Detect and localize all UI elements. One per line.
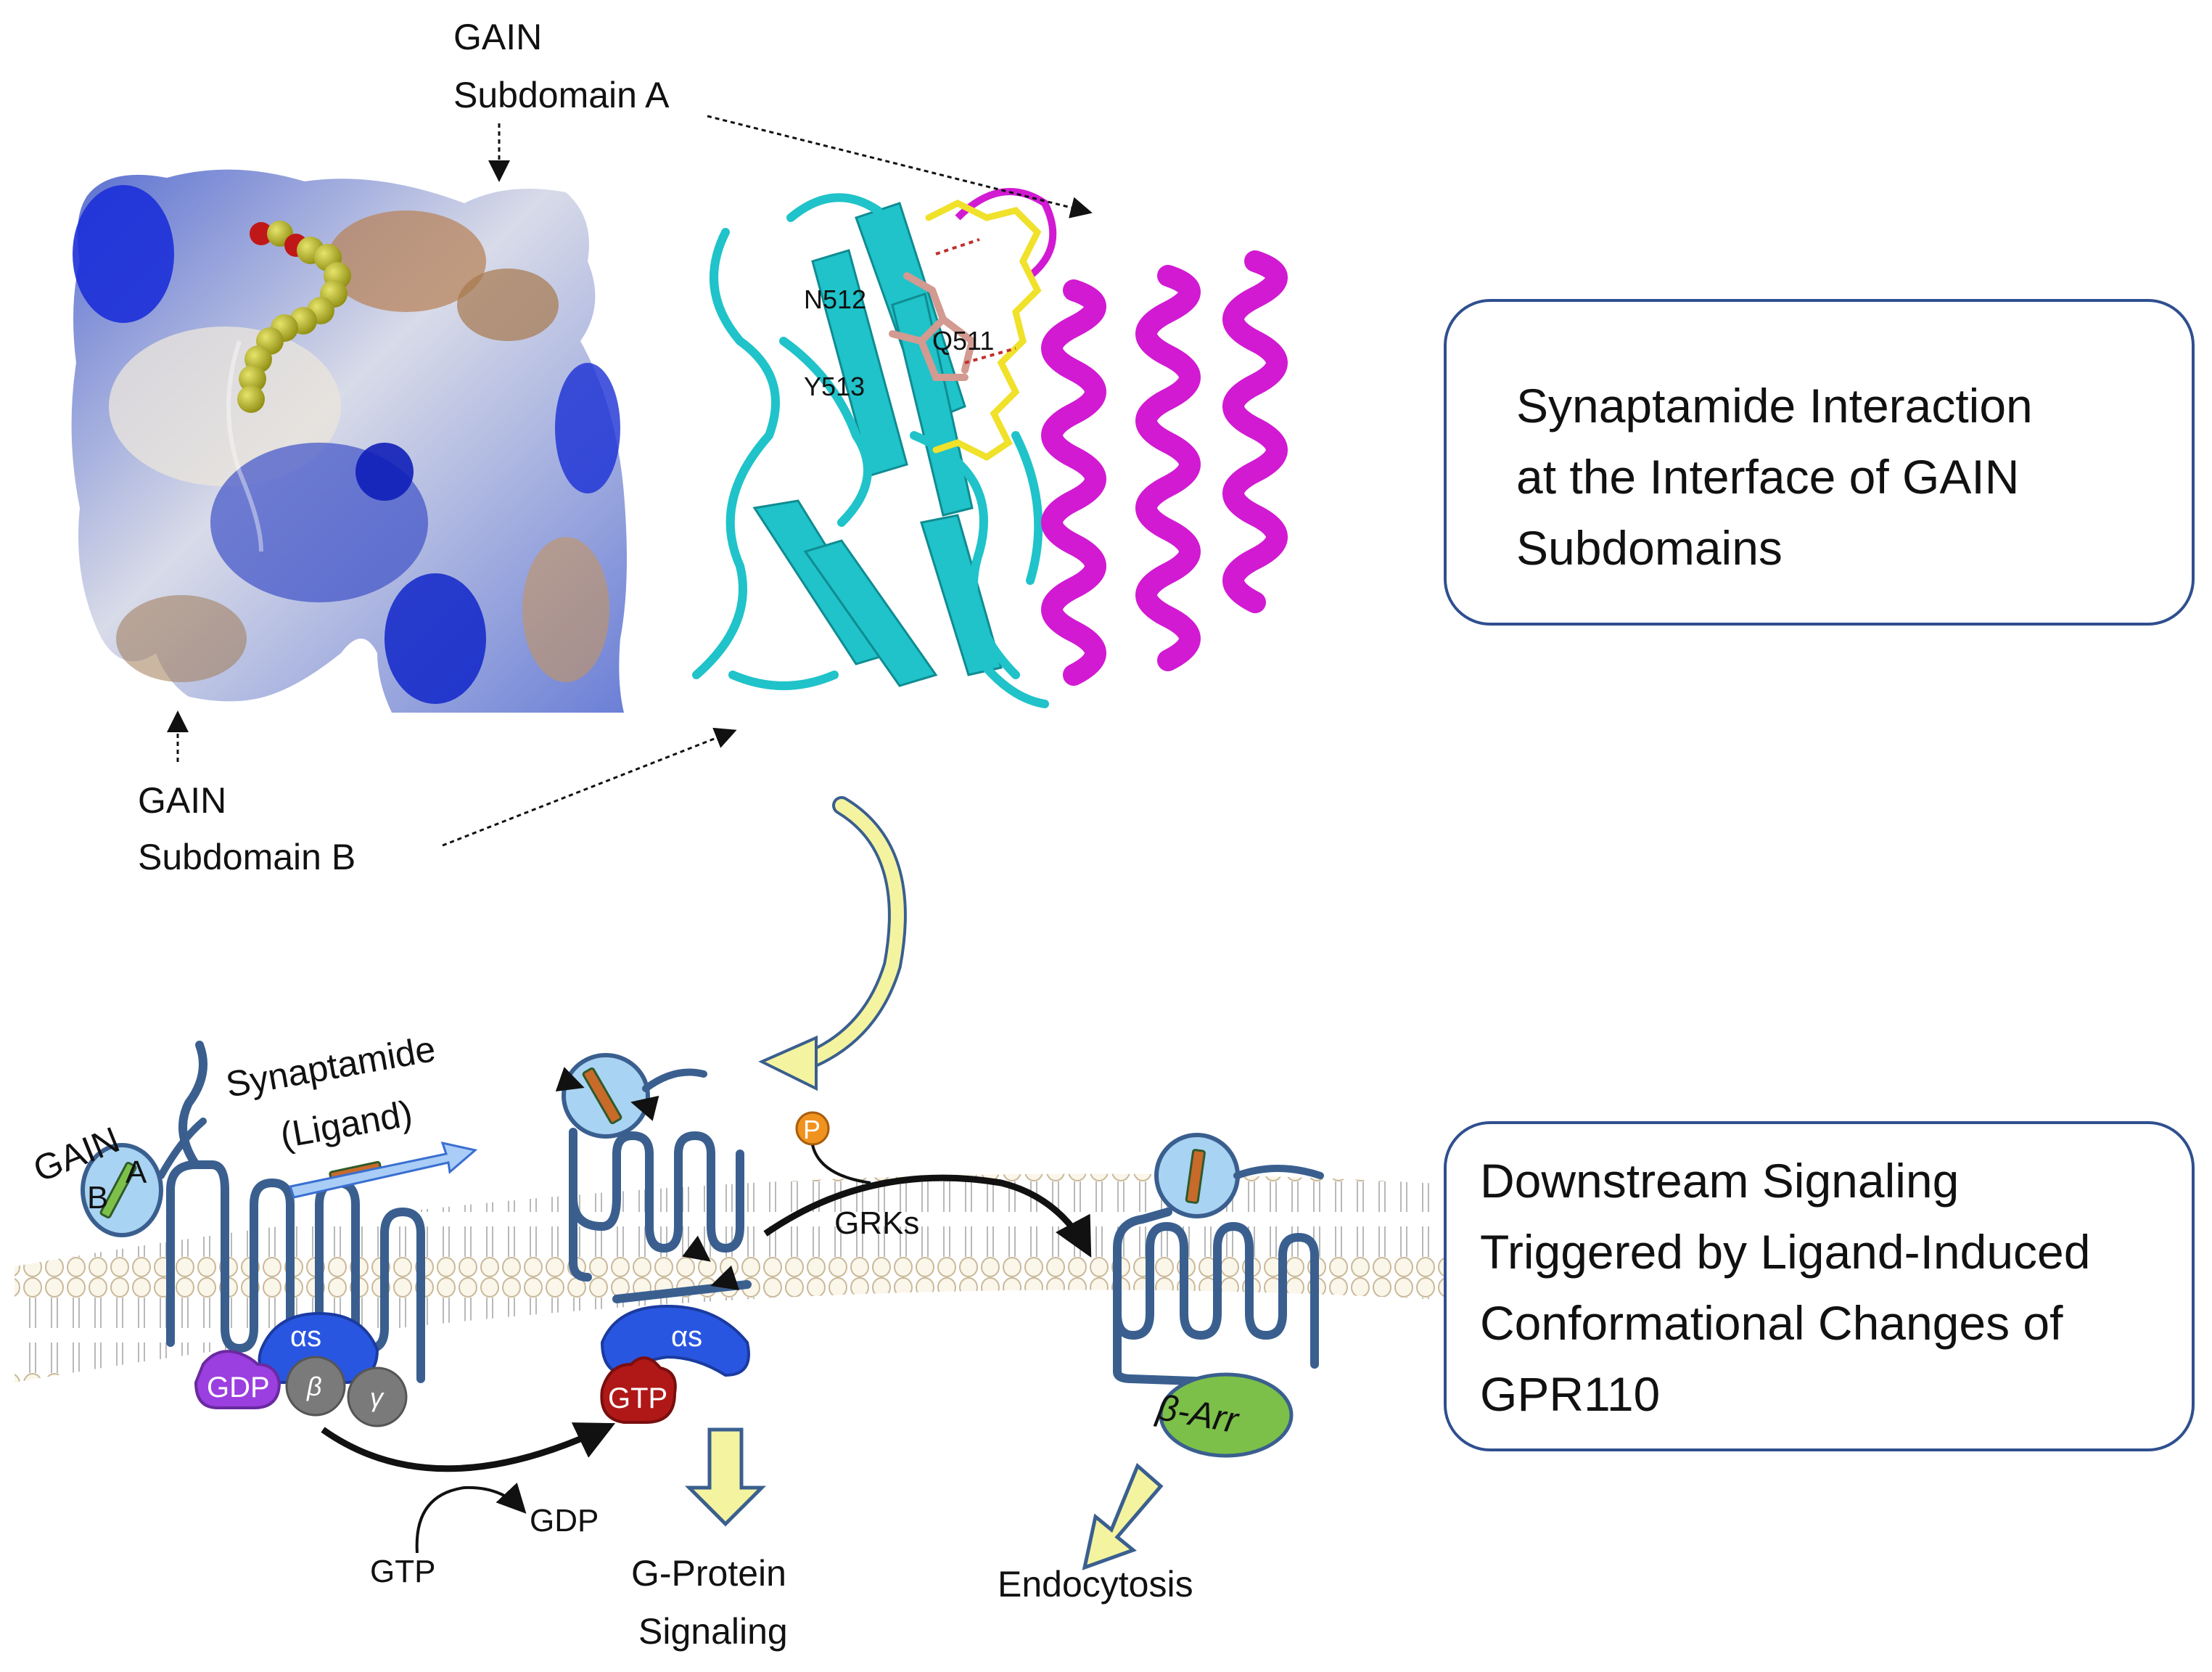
magenta-helices bbox=[1041, 250, 1288, 686]
arrow-to-sheet bbox=[442, 727, 737, 847]
residue-label-n512: N512 bbox=[804, 284, 866, 314]
alpha-s-label-1: αs bbox=[290, 1321, 321, 1353]
phosphate-label: P bbox=[803, 1115, 821, 1144]
ligand-sticks bbox=[925, 199, 1042, 461]
caption-subdomain-a: GAIN Subdomain A bbox=[453, 17, 670, 115]
info-line: Subdomains bbox=[1516, 521, 1783, 575]
g-protein-active: αs GTP bbox=[600, 1304, 750, 1424]
endocytosis-label: Endocytosis bbox=[998, 1564, 1193, 1605]
g-protein-label-1: G-Protein bbox=[631, 1553, 786, 1594]
nucleotide-exchange-arrow: GTP GDP bbox=[321, 1422, 616, 1589]
gdp-out-label: GDP bbox=[530, 1503, 599, 1538]
receptor-activated bbox=[555, 1053, 752, 1303]
info-line: Triggered by Ligand-Induced bbox=[1480, 1225, 2091, 1279]
grks-label: GRKs bbox=[834, 1205, 919, 1241]
ribbon-panel: N512 Q511 Y513 bbox=[675, 188, 1299, 713]
svg-text:Subdomain B: Subdomain B bbox=[138, 837, 355, 877]
gamma-label: γ bbox=[370, 1382, 385, 1412]
receptor-arrestin: β-Arr bbox=[1113, 1133, 1324, 1458]
residue-label-y513: Y513 bbox=[804, 372, 865, 401]
grk-phosphorylation: P GRKs bbox=[763, 1111, 1092, 1258]
info-line: at the Interface of GAIN bbox=[1516, 450, 2020, 504]
subdomain-b-letter: B bbox=[87, 1180, 108, 1216]
residue-sticks bbox=[889, 272, 977, 381]
svg-text:GAIN: GAIN bbox=[453, 17, 542, 57]
info-line: Synaptamide Interaction bbox=[1516, 379, 2033, 433]
info-box-interaction bbox=[1444, 299, 2195, 626]
endocytosis-arrow: Endocytosis bbox=[998, 1462, 1193, 1605]
subdomain-a-letter: A bbox=[126, 1155, 147, 1190]
synaptamide-spheres bbox=[237, 221, 351, 413]
svg-text:Subdomain A: Subdomain A bbox=[453, 75, 670, 115]
gdp-label-1: GDP bbox=[207, 1372, 270, 1403]
svg-text:GAIN: GAIN bbox=[138, 780, 226, 821]
ligand-label-2: (Ligand) bbox=[277, 1093, 415, 1156]
surface-panel bbox=[71, 169, 628, 713]
info-line: Conformational Changes of bbox=[1480, 1296, 2063, 1350]
info-box-signaling bbox=[1444, 1121, 2195, 1451]
synaptamide-ligand: Synaptamide (Ligand) bbox=[223, 1028, 478, 1199]
info-line: Downstream Signaling bbox=[1480, 1154, 1960, 1208]
gtp-in-label: GTP bbox=[370, 1554, 435, 1589]
g-protein-signaling-arrow: G-Protein Signaling bbox=[631, 1427, 788, 1652]
caption-subdomain-b: GAIN Subdomain B bbox=[138, 780, 355, 877]
beta-label: β bbox=[306, 1372, 322, 1401]
residue-label-q511: Q511 bbox=[932, 326, 994, 356]
gtp-label-bound: GTP bbox=[608, 1382, 667, 1414]
info-line: GPR110 bbox=[1480, 1367, 1661, 1421]
beta-arrestin bbox=[1159, 1372, 1294, 1458]
arrow-to-helices bbox=[707, 115, 1093, 218]
alpha-s-label-2: αs bbox=[671, 1321, 702, 1353]
info-box-interaction-text: Synaptamide Interaction at the Interface… bbox=[1516, 370, 2033, 583]
info-box-signaling-text: Downstream Signaling Triggered by Ligand… bbox=[1480, 1145, 2090, 1430]
g-protein-label-2: Signaling bbox=[638, 1611, 788, 1652]
receptor-inactive: B A GAIN bbox=[28, 1041, 425, 1383]
curved-yellow-arrow bbox=[758, 796, 907, 1091]
ligand-pocket-bar bbox=[99, 1161, 137, 1219]
g-protein-inactive: αs GDP β γ bbox=[194, 1311, 408, 1427]
